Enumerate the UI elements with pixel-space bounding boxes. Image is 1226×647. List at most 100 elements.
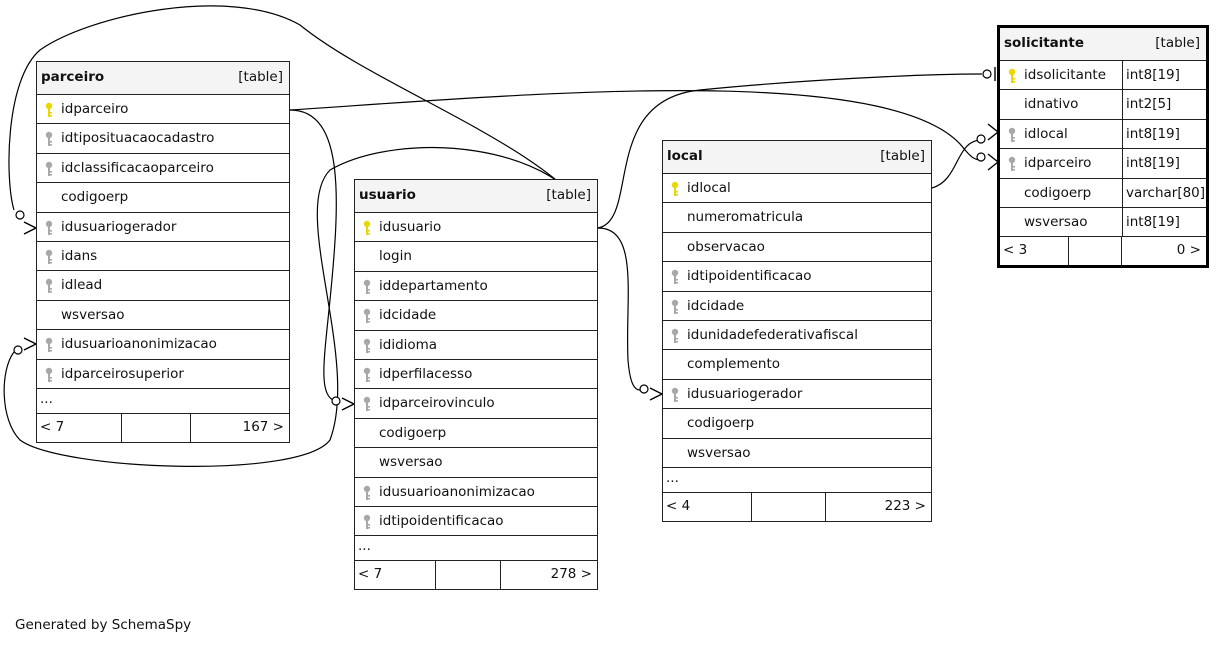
column-row[interactable]: complemento: [663, 350, 931, 380]
column-type: int8[19]: [1122, 61, 1206, 90]
table-name: solicitante: [1004, 35, 1084, 51]
foreign-key-icon: [45, 220, 53, 235]
table-footer: < 7 167 >: [37, 413, 289, 442]
table-name: local: [667, 148, 703, 164]
table-local[interactable]: local[table] idlocal numeromatricula observ…: [662, 140, 932, 522]
column-row[interactable]: idtiposituacaocadastro: [37, 124, 289, 154]
column-row[interactable]: idusuariogerador: [663, 380, 931, 410]
column-row[interactable]: codigoerp: [355, 419, 597, 449]
footer-spacer: [121, 413, 191, 442]
generated-by-label: Generated by SchemaSpy: [15, 617, 192, 633]
more-columns[interactable]: ...: [37, 389, 289, 414]
column-row[interactable]: idusuarioanonimizacao: [355, 478, 597, 507]
column-row[interactable]: login: [355, 242, 597, 272]
table-header[interactable]: solicitante[table]: [1000, 28, 1206, 61]
parent-count[interactable]: < 3: [1003, 242, 1028, 259]
column-row[interactable]: idans: [37, 242, 289, 272]
foreign-key-icon: [671, 299, 679, 314]
table-footer: < 4 223 >: [663, 492, 931, 521]
column-name: numeromatricula: [687, 209, 804, 226]
foreign-key-icon: [363, 397, 371, 412]
table-header[interactable]: parceiro[table]: [37, 62, 289, 95]
more-columns[interactable]: ...: [355, 536, 597, 562]
column-row[interactable]: idusuarioanonimizacao: [37, 330, 289, 360]
column-row[interactable]: idnativo int2[5]: [1000, 90, 1206, 120]
column-name: ididioma: [379, 336, 438, 353]
column-row[interactable]: idperfilacesso: [355, 360, 597, 390]
column-name: wsversao: [1024, 213, 1088, 230]
column-name: idlead: [61, 277, 103, 294]
column-row[interactable]: wsversao: [37, 301, 289, 331]
foreign-key-icon: [1008, 127, 1016, 142]
column-name: idparceirosuperior: [61, 365, 184, 382]
column-row[interactable]: idusuariogerador: [37, 213, 289, 242]
column-name: complemento: [687, 356, 781, 373]
foreign-key-icon: [671, 269, 679, 285]
column-row[interactable]: numeromatricula: [663, 203, 931, 233]
column-name: wsversao: [61, 306, 125, 323]
column-name: idusuariogerador: [61, 218, 177, 235]
column-type: int8[19]: [1122, 207, 1206, 237]
column-row[interactable]: idlocal: [663, 174, 931, 204]
footer-spacer: [751, 492, 826, 521]
foreign-key-icon: [1008, 156, 1016, 172]
child-count[interactable]: 0 >: [1176, 242, 1201, 259]
child-count[interactable]: 223 >: [884, 497, 926, 514]
foreign-key-icon: [363, 367, 371, 382]
column-name: wsversao: [687, 444, 751, 461]
table-name: parceiro: [41, 69, 105, 85]
column-row[interactable]: wsversao: [355, 448, 597, 478]
column-name: idnativo: [1024, 96, 1079, 113]
edge-parceiro-usuario: [289, 109, 337, 402]
primary-key-icon: [671, 181, 679, 196]
column-row[interactable]: idparceiro: [37, 95, 289, 125]
column-row[interactable]: idtipoidentificacao: [355, 507, 597, 537]
table-type: [table]: [546, 187, 591, 203]
column-row[interactable]: ididioma: [355, 331, 597, 360]
column-row[interactable]: iddepartamento: [355, 272, 597, 302]
column-type: int2[5]: [1122, 90, 1206, 119]
table-header[interactable]: usuario [table]: [355, 180, 597, 213]
table-name: usuario: [359, 187, 416, 203]
table-header[interactable]: local[table]: [663, 141, 931, 174]
parent-count[interactable]: < 7: [358, 566, 383, 583]
column-row[interactable]: codigoerp: [37, 183, 289, 213]
column-row[interactable]: wsversao int8[19]: [1000, 207, 1206, 238]
column-row[interactable]: idlead: [37, 271, 289, 301]
column-name: wsversao: [379, 454, 443, 471]
more-columns-label: ...: [666, 469, 679, 486]
foreign-key-icon: [45, 249, 53, 264]
column-row[interactable]: idcidade: [663, 292, 931, 321]
column-name: idcidade: [379, 307, 437, 324]
foreign-key-icon: [363, 338, 371, 353]
column-name: idclassificacaoparceiro: [61, 159, 214, 176]
child-count[interactable]: 278 >: [550, 566, 592, 583]
more-columns[interactable]: ...: [663, 468, 931, 493]
foreign-key-icon: [45, 161, 53, 176]
column-row[interactable]: idusuario: [355, 213, 597, 243]
column-name: idlocal: [687, 180, 731, 196]
column-row[interactable]: wsversao: [663, 439, 931, 468]
foreign-key-icon: [45, 337, 53, 353]
column-row[interactable]: idparceirosuperior: [37, 360, 289, 389]
column-row[interactable]: codigoerp: [663, 409, 931, 439]
column-name: idusuarioanonimizacao: [61, 336, 217, 353]
footer-spacer: [1068, 237, 1122, 266]
child-count[interactable]: 167 >: [242, 418, 284, 435]
parent-count[interactable]: < 4: [666, 497, 691, 514]
column-row[interactable]: idcidade: [355, 301, 597, 331]
column-row[interactable]: idparceirovinculo: [355, 389, 597, 419]
column-name: idusuariogerador: [687, 385, 803, 402]
column-row[interactable]: observacao: [663, 233, 931, 263]
column-row[interactable]: idunidadefederativafiscal: [663, 321, 931, 351]
column-row[interactable]: idtipoidentificacao: [663, 262, 931, 292]
parent-count[interactable]: < 7: [40, 418, 65, 435]
column-row[interactable]: idclassificacaoparceiro: [37, 154, 289, 184]
